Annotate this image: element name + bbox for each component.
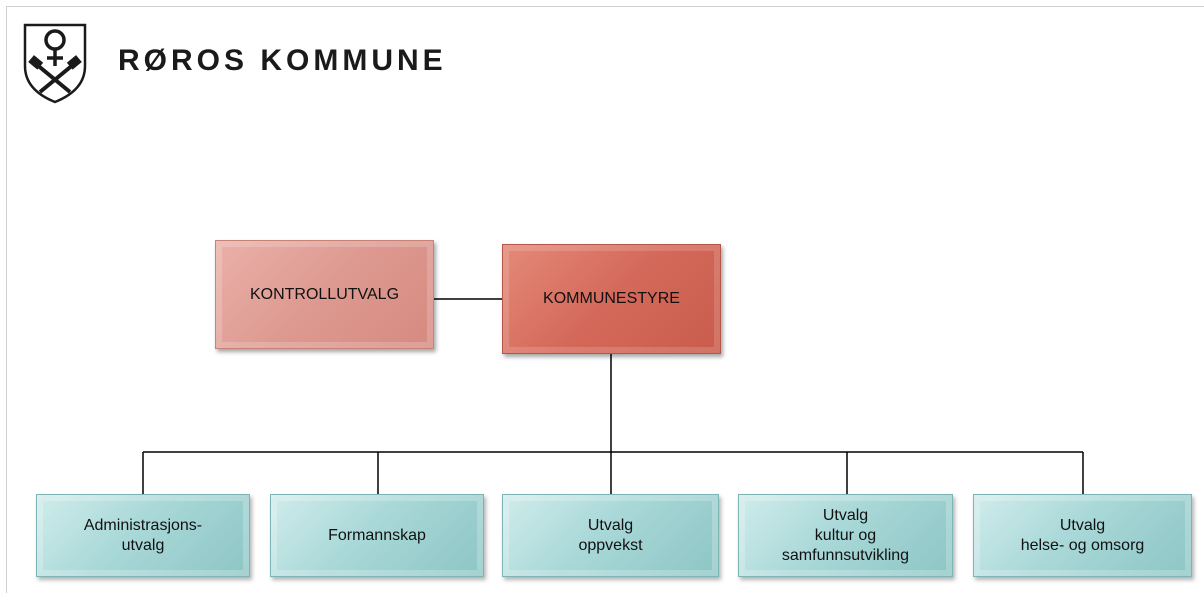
committee-label-line: Formannskap (328, 526, 426, 544)
committee-label-line: Utvalg (822, 506, 869, 524)
committee-box-administrasjonsutvalg: Administrasjons- utvalg (36, 494, 250, 577)
municipality-name: RØROS KOMMUNE (118, 44, 447, 77)
committee-box-formannskap: Formannskap (270, 494, 484, 577)
frame-border-left (6, 6, 7, 593)
committee-box-oppvekst: Utvalg oppvekst (502, 494, 719, 577)
committee-label-line: Administrasjons- (83, 516, 203, 534)
committee-label-line: Utvalg (587, 516, 634, 534)
committee-label-line: samfunnsutvikling (781, 546, 910, 564)
committee-box-helse-omsorg: Utvalg helse- og omsorg (973, 494, 1192, 577)
kommunestyre-box: KOMMUNESTYRE (502, 244, 721, 354)
committee-box-kultur-samfunnsutvikling: Utvalg kultur og samfunnsutvikling (738, 494, 953, 577)
frame-border-top (6, 6, 1204, 7)
coat-of-arms-icon (23, 23, 87, 104)
committee-label-line: kultur og (814, 526, 877, 544)
committee-label-line: helse- og omsorg (1020, 536, 1145, 554)
committee-label-line: Utvalg (1059, 516, 1106, 534)
kontrollutvalg-label: KONTROLLUTVALG (249, 285, 400, 303)
committee-label-line: utvalg (121, 536, 165, 554)
kontrollutvalg-box: KONTROLLUTVALG (215, 240, 434, 349)
kommunestyre-label: KOMMUNESTYRE (543, 290, 680, 307)
committee-label-line: oppvekst (578, 536, 643, 554)
